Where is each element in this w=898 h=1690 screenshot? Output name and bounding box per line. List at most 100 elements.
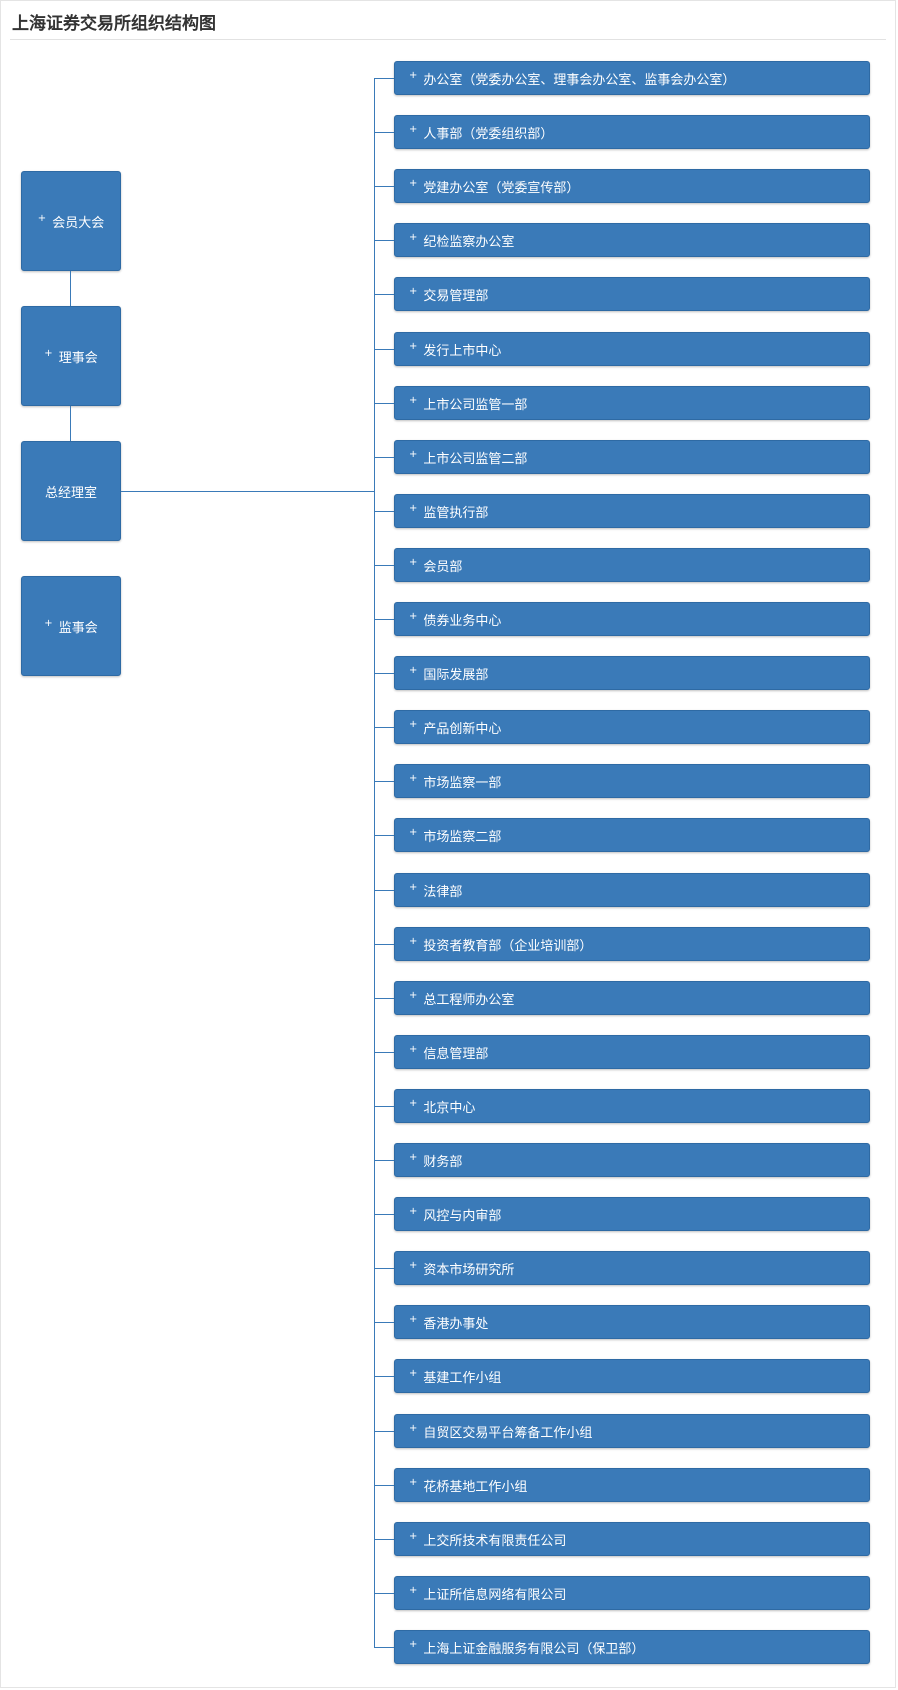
expand-icon: +: [409, 1638, 418, 1650]
branch-line: [374, 1539, 394, 1540]
department-node[interactable]: + 北京中心: [394, 1089, 870, 1123]
branch-line: [374, 186, 394, 187]
department-label: 国际发展部: [423, 667, 489, 683]
branch-line: [374, 1160, 394, 1161]
department-node[interactable]: +市场监察二部: [394, 818, 870, 852]
department-node[interactable]: +上交所技术有限责任公司: [394, 1522, 870, 1556]
department-label: 财务部: [423, 1154, 463, 1170]
department-node[interactable]: +债券业务中心: [394, 602, 870, 636]
page-title: 上海证券交易所组织结构图: [12, 14, 216, 34]
left-node[interactable]: 总经理室: [21, 441, 121, 541]
department-node[interactable]: + 财务部: [394, 1143, 870, 1177]
department-label: 资本市场研究所: [423, 1262, 515, 1278]
expand-icon: +: [409, 1259, 418, 1271]
department-label: 投资者教育部（企业培训部）: [423, 938, 593, 954]
department-node[interactable]: + 基建工作小组: [394, 1359, 870, 1393]
department-label: 纪检监察办公室: [423, 234, 515, 250]
trunk-line: [374, 78, 375, 1648]
department-label: 北京中心: [423, 1100, 476, 1116]
department-node[interactable]: +上证所信息网络有限公司: [394, 1576, 870, 1610]
expand-icon: +: [409, 1367, 418, 1379]
expand-icon: +: [44, 347, 53, 359]
department-node[interactable]: +人事部（党委组织部）: [394, 115, 870, 149]
branch-line: [374, 998, 394, 999]
department-label: 债券业务中心: [423, 613, 502, 629]
department-label: 香港办事处: [423, 1316, 489, 1332]
branch-line: [374, 1593, 394, 1594]
branch-line: [374, 727, 394, 728]
department-label: 总工程师办公室: [423, 992, 515, 1008]
department-label: 花桥基地工作小组: [423, 1479, 528, 1495]
branch-line: [374, 1322, 394, 1323]
department-label: 法律部: [423, 884, 463, 900]
department-node[interactable]: +市场监察一部: [394, 764, 870, 798]
department-label: 会员部: [423, 559, 463, 575]
branch-line: [374, 294, 394, 295]
branch-line: [374, 511, 394, 512]
department-label: 党建办公室（党委宣传部）: [423, 180, 580, 196]
expand-icon: +: [409, 1151, 418, 1163]
branch-line: [374, 132, 394, 133]
branch-line: [374, 457, 394, 458]
department-node[interactable]: +投资者教育部（企业培训部）: [394, 927, 870, 961]
branch-line: [374, 349, 394, 350]
department-node[interactable]: + 上海上证金融服务有限公司（保卫部）: [394, 1630, 870, 1664]
department-node[interactable]: +自贸区交易平台筹备工作小组: [394, 1414, 870, 1448]
expand-icon: +: [409, 1097, 418, 1109]
department-node[interactable]: + 国际发展部: [394, 656, 870, 690]
title-divider: [10, 39, 886, 40]
expand-icon: +: [409, 664, 418, 676]
branch-line: [374, 565, 394, 566]
department-label: 风控与内审部: [423, 1208, 502, 1224]
department-node[interactable]: + 风控与内审部: [394, 1197, 870, 1231]
department-node[interactable]: +办公室（党委办公室、理事会办公室、监事会办公室）: [394, 61, 870, 95]
left-node-label: 总经理室: [44, 485, 97, 501]
department-label: 办公室（党委办公室、理事会办公室、监事会办公室）: [423, 72, 736, 88]
department-node[interactable]: +花桥基地工作小组: [394, 1468, 870, 1502]
department-label: 上市公司监管二部: [423, 451, 528, 467]
branch-line: [374, 1106, 394, 1107]
left-node[interactable]: + 理事会: [21, 306, 121, 406]
expand-icon: +: [409, 1422, 418, 1434]
department-node[interactable]: +上市公司监管一部: [394, 386, 870, 420]
expand-icon: +: [409, 502, 418, 514]
department-label: 上海上证金融服务有限公司（保卫部）: [423, 1641, 645, 1657]
expand-icon: +: [409, 394, 418, 406]
expand-icon: +: [409, 881, 418, 893]
left-node[interactable]: +会员大会: [21, 171, 121, 271]
department-node[interactable]: +纪检监察办公室: [394, 223, 870, 257]
department-node[interactable]: +产品创新中心: [394, 710, 870, 744]
department-node[interactable]: +监管执行部: [394, 494, 870, 528]
department-node[interactable]: +香港办事处: [394, 1305, 870, 1339]
department-node[interactable]: + 资本市场研究所: [394, 1251, 870, 1285]
department-node[interactable]: +党建办公室（党委宣传部）: [394, 169, 870, 203]
department-node[interactable]: + 法律部: [394, 873, 870, 907]
branch-line: [374, 78, 394, 79]
branch-line: [374, 781, 394, 782]
expand-icon: +: [409, 448, 418, 460]
expand-icon: +: [409, 1205, 418, 1217]
department-node[interactable]: + 上市公司监管二部: [394, 440, 870, 474]
department-label: 信息管理部: [423, 1046, 489, 1062]
left-node-label: 理事会: [58, 350, 98, 366]
left-node[interactable]: +监事会: [21, 576, 121, 676]
department-node[interactable]: +发行上市中心: [394, 332, 870, 366]
department-label: 上证所信息网络有限公司: [423, 1587, 567, 1603]
department-node[interactable]: +交易管理部: [394, 277, 870, 311]
expand-icon: +: [409, 989, 418, 1001]
department-node[interactable]: + 总工程师办公室: [394, 981, 870, 1015]
department-node[interactable]: +会员部: [394, 548, 870, 582]
expand-icon: +: [409, 285, 418, 297]
department-node[interactable]: +信息管理部: [394, 1035, 870, 1069]
branch-line: [374, 673, 394, 674]
department-label: 基建工作小组: [423, 1370, 502, 1386]
branch-line: [374, 619, 394, 620]
expand-icon: +: [409, 123, 418, 135]
branch-line: [374, 240, 394, 241]
department-label: 发行上市中心: [423, 343, 502, 359]
expand-icon: +: [409, 772, 418, 784]
branch-line: [374, 890, 394, 891]
expand-icon: +: [37, 212, 47, 224]
branch-line: [374, 1268, 394, 1269]
branch-line: [374, 1214, 394, 1215]
